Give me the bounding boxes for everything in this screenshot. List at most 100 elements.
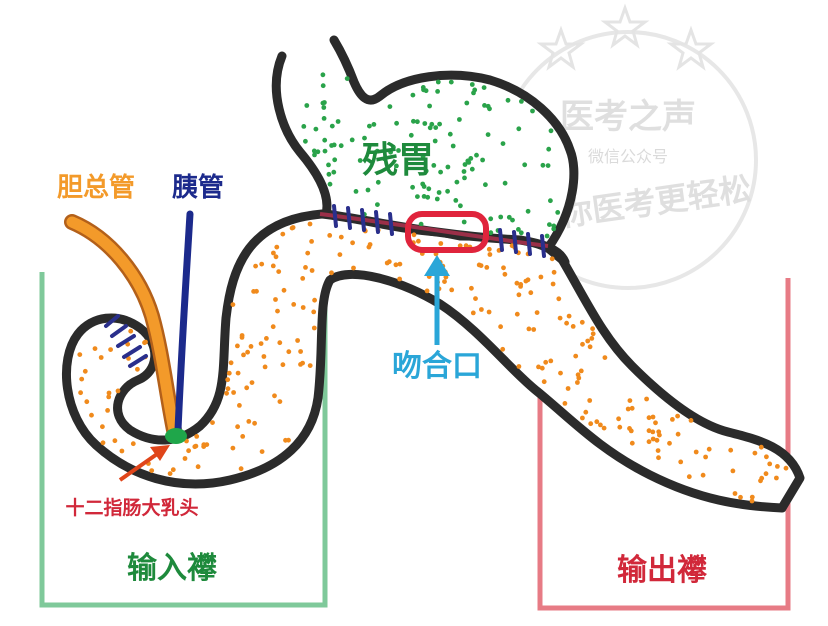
dot bbox=[758, 478, 763, 484]
dot bbox=[547, 222, 552, 228]
dot bbox=[518, 284, 523, 289]
dot bbox=[246, 419, 252, 424]
dot bbox=[484, 265, 490, 270]
dot bbox=[546, 146, 552, 152]
suture-tick bbox=[346, 206, 352, 230]
dot bbox=[264, 336, 269, 341]
dot bbox=[675, 431, 681, 437]
dot bbox=[391, 144, 396, 150]
dot bbox=[738, 494, 743, 500]
dot bbox=[273, 297, 278, 302]
dot bbox=[564, 320, 569, 326]
dot bbox=[275, 308, 280, 314]
dot bbox=[758, 444, 764, 450]
dot bbox=[617, 424, 623, 430]
dot bbox=[416, 238, 421, 244]
dot bbox=[487, 252, 493, 257]
dot bbox=[474, 152, 479, 158]
dot bbox=[688, 418, 694, 423]
dot bbox=[538, 274, 544, 280]
dot bbox=[326, 171, 332, 177]
dot bbox=[415, 119, 420, 125]
dot bbox=[764, 454, 769, 460]
dot bbox=[301, 124, 307, 129]
dot bbox=[525, 208, 531, 214]
dot bbox=[629, 405, 635, 411]
dot bbox=[450, 143, 456, 149]
dot bbox=[478, 263, 484, 268]
anastomosis-sutures bbox=[332, 204, 546, 258]
dot bbox=[329, 143, 334, 148]
dot bbox=[108, 347, 113, 352]
dot bbox=[585, 338, 591, 344]
dot bbox=[84, 399, 90, 405]
dot bbox=[210, 420, 215, 425]
dot bbox=[320, 83, 326, 89]
dot bbox=[464, 100, 470, 106]
suture-tick bbox=[332, 204, 338, 228]
dot bbox=[298, 349, 303, 354]
dot bbox=[79, 376, 85, 382]
dot bbox=[295, 338, 300, 343]
dot bbox=[422, 121, 428, 126]
dot bbox=[410, 92, 416, 98]
dot bbox=[774, 475, 779, 481]
dot bbox=[438, 169, 443, 175]
dot bbox=[534, 310, 540, 315]
dot bbox=[594, 419, 600, 425]
dot bbox=[627, 398, 633, 403]
dot bbox=[274, 244, 280, 250]
dot bbox=[461, 169, 467, 174]
dot bbox=[646, 415, 652, 421]
dot bbox=[106, 394, 112, 400]
dot bbox=[468, 156, 474, 161]
duodenal-stump-sutures bbox=[104, 314, 148, 368]
dot bbox=[309, 268, 315, 273]
dot bbox=[375, 179, 381, 185]
dot bbox=[258, 341, 264, 346]
anastomosis-label: 吻合口 bbox=[392, 349, 482, 384]
dot bbox=[543, 359, 549, 365]
dot bbox=[280, 362, 286, 368]
dot bbox=[82, 368, 88, 374]
dot bbox=[767, 461, 773, 467]
dot bbox=[454, 179, 460, 185]
dot bbox=[488, 230, 494, 236]
dot bbox=[550, 281, 556, 287]
dot bbox=[625, 406, 631, 412]
dot bbox=[170, 467, 176, 473]
dot bbox=[195, 464, 201, 470]
dot bbox=[186, 448, 192, 454]
dot bbox=[438, 241, 444, 246]
dot bbox=[254, 288, 259, 294]
dot bbox=[320, 72, 326, 78]
dot bbox=[541, 379, 547, 385]
dot bbox=[312, 297, 317, 303]
dot bbox=[238, 466, 244, 472]
dot bbox=[259, 449, 265, 454]
dot bbox=[570, 324, 576, 329]
dot bbox=[667, 440, 672, 446]
dot bbox=[357, 158, 363, 163]
dot bbox=[332, 157, 338, 163]
dot bbox=[565, 386, 571, 391]
afferent-loop-box bbox=[39, 272, 328, 608]
dot bbox=[448, 79, 454, 85]
dot bbox=[237, 403, 242, 408]
dot bbox=[291, 302, 297, 307]
dot bbox=[449, 287, 455, 293]
dot bbox=[262, 364, 268, 370]
suture-tick bbox=[388, 212, 394, 236]
dot bbox=[558, 370, 563, 376]
dot bbox=[473, 296, 478, 301]
dot bbox=[562, 401, 568, 406]
dot bbox=[461, 219, 467, 225]
dot bbox=[338, 234, 344, 240]
dot bbox=[252, 420, 257, 426]
dot bbox=[487, 106, 492, 112]
papilla-arrow bbox=[118, 445, 170, 482]
dot bbox=[471, 90, 476, 96]
dot bbox=[327, 233, 333, 238]
dot bbox=[650, 436, 656, 442]
dot bbox=[540, 162, 546, 168]
